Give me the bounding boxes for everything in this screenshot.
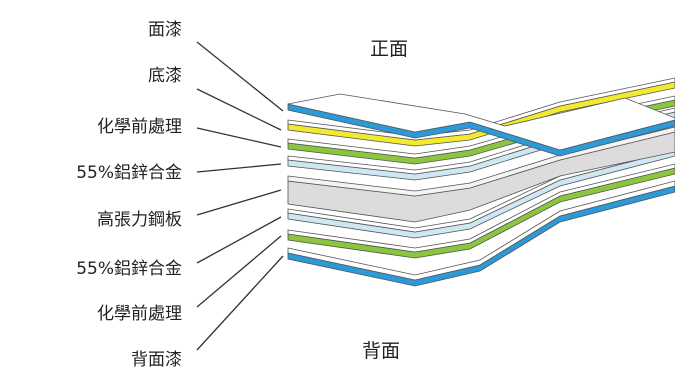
leader-line-steel [196, 189, 282, 216]
layer-stack [287, 77, 675, 287]
leader-lines [196, 41, 284, 351]
layer-pretreatment-bottom [287, 163, 675, 259]
leader-line-alloy-bottom [196, 216, 282, 264]
layer-label-alloy-bottom: 55%鋁鋅合金 [76, 259, 182, 279]
layer-label-steel: 高張力鋼板 [97, 210, 182, 230]
leader-line-backcoat [196, 255, 284, 351]
layer-label-pretreatment-top: 化學前處理 [97, 117, 182, 137]
leader-line-pretreatment-bottom [196, 235, 282, 308]
layer-label-backcoat: 背面漆 [131, 350, 182, 370]
layer-label-topcoat: 面漆 [148, 20, 182, 40]
layer-alloy-bottom [287, 145, 675, 239]
layer-backcoat [287, 180, 675, 287]
leader-line-primer [196, 88, 282, 131]
layer-label-pretreatment-bottom: 化學前處理 [97, 304, 182, 324]
layer-label-primer: 底漆 [148, 66, 182, 86]
layer-topcoat [287, 93, 675, 157]
front-face-label: 正面 [370, 38, 409, 60]
layer-alloy-top [287, 107, 675, 181]
layer-pretreatment-top [287, 95, 675, 165]
leader-line-pretreatment-top [196, 127, 282, 148]
layer-label-alloy-top: 55%鋁鋅合金 [76, 163, 182, 183]
back-face-label: 背面 [362, 340, 401, 362]
leader-line-alloy-top [196, 163, 282, 173]
layer-steel [287, 126, 675, 223]
leader-line-topcoat [196, 41, 284, 112]
